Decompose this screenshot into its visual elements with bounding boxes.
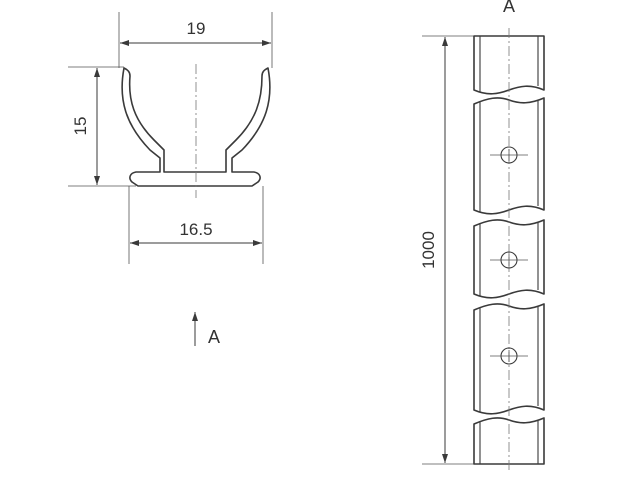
mounting-hole-2 [490,251,528,269]
profile-segment [473,303,545,415]
mounting-hole-1 [490,146,528,164]
dim-label-length: 1000 [419,231,438,269]
dim-label-top-width: 19 [187,19,206,38]
profile-outline [121,67,271,187]
dim-label-height: 15 [71,117,90,136]
dim-label-bottom-width: 16.5 [179,220,212,239]
profile-segment [473,417,545,465]
mounting-hole-3 [490,347,528,365]
view-marker-label-top: A [503,0,515,16]
side-view: A 1000 [419,0,545,472]
profile-segment [473,97,545,215]
section-view: 19 15 16.5 A [68,12,273,347]
view-marker-label-bottom: A [208,327,220,347]
profile-segment [473,219,545,299]
